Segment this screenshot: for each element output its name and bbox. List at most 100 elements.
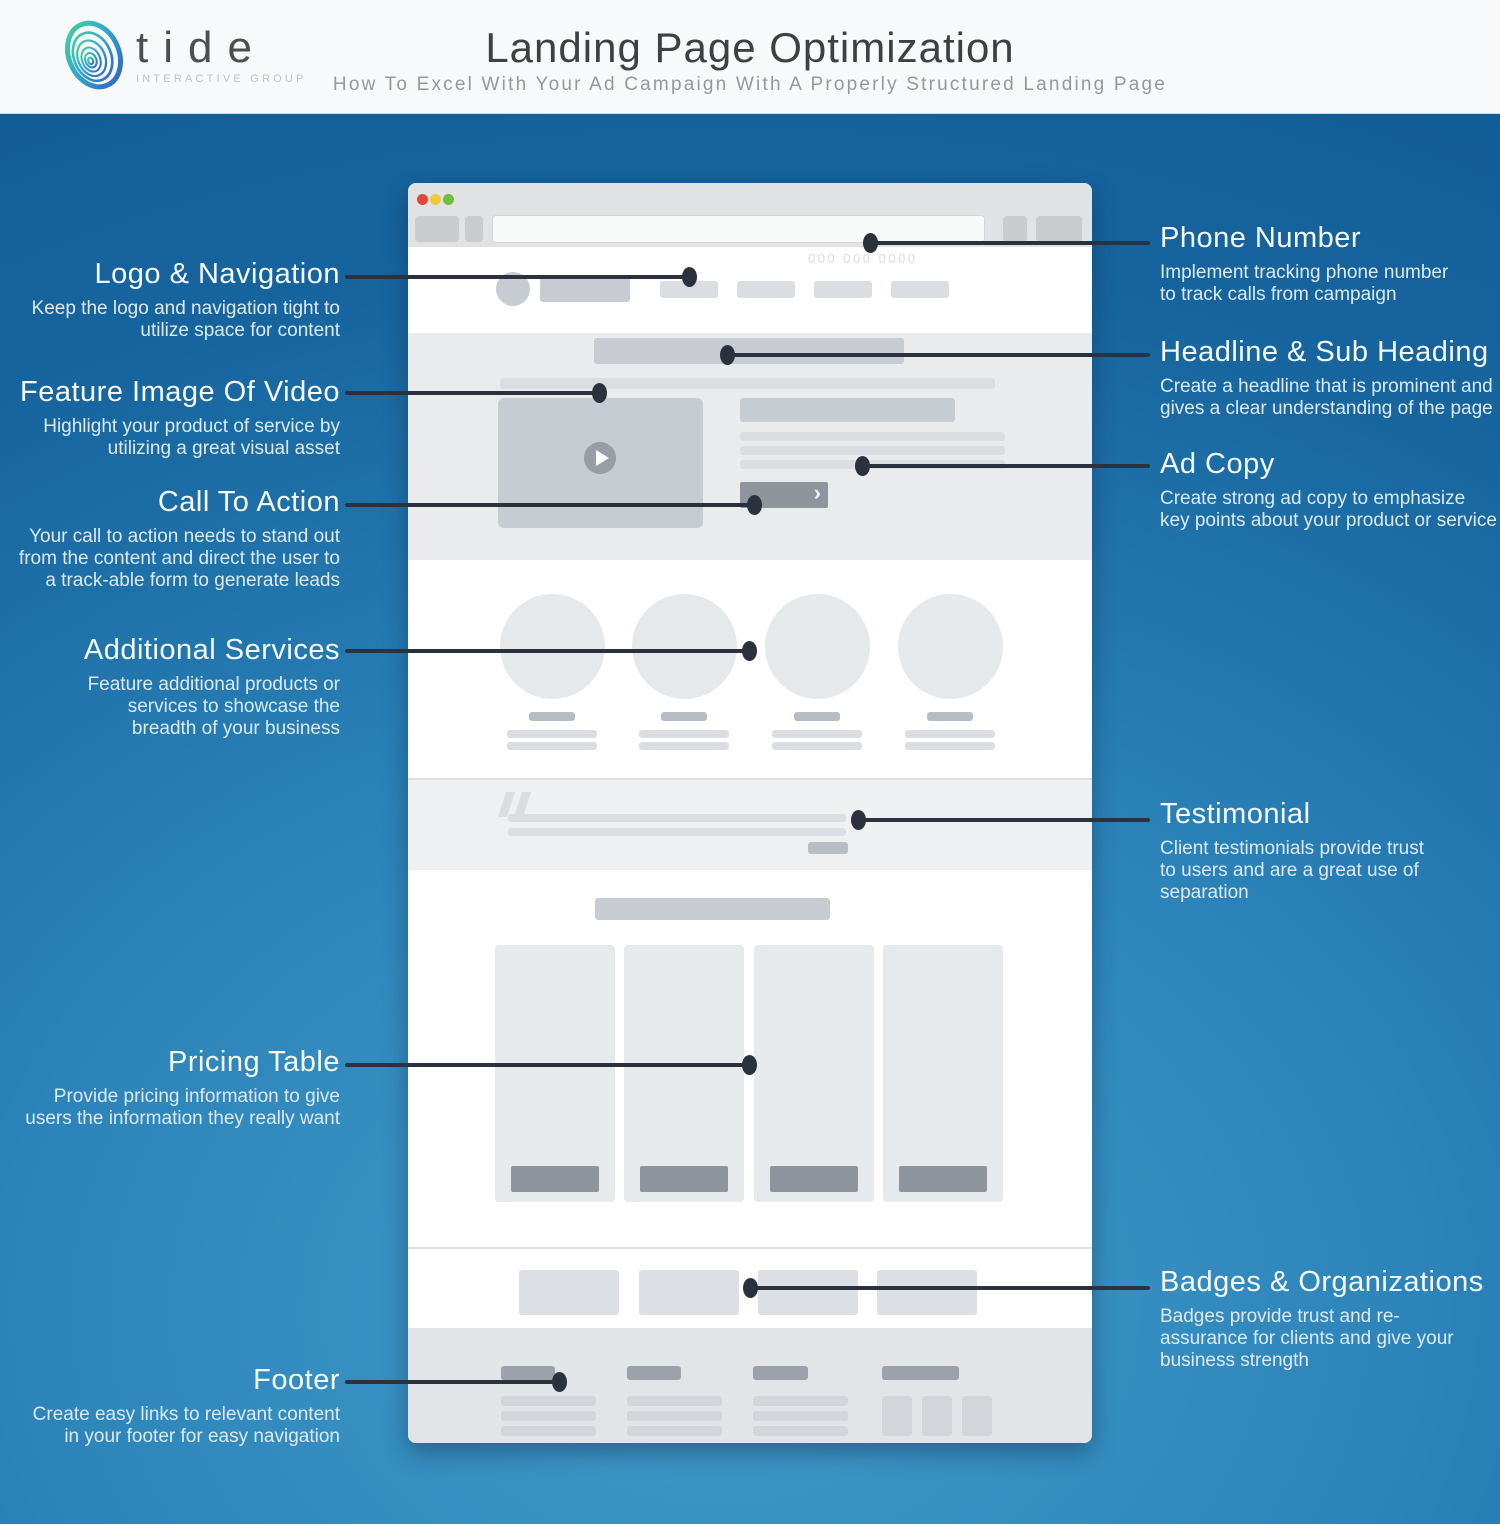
annotation-desc: Keep the logo and navigation tight to ut… (31, 298, 340, 341)
footer-line-placeholder (627, 1411, 722, 1421)
video-placeholder (498, 398, 703, 528)
connector-logo-navigation (345, 267, 697, 287)
annotation-footer: Footer Create easy links to relevant con… (10, 1364, 340, 1448)
annotation-additional-services: Additional Services Feature additional p… (10, 634, 340, 740)
connector-footer (345, 1372, 567, 1392)
pricing-button-placeholder (640, 1166, 728, 1192)
footer-title-placeholder (501, 1366, 555, 1380)
annotation-desc: Provide pricing information to give user… (25, 1086, 340, 1129)
annotation-headline-subheading: Headline & Sub Heading Create a headline… (1160, 336, 1500, 420)
pricing-column (624, 945, 744, 1202)
footer-title-placeholder (882, 1366, 959, 1380)
annotation-title: Footer (253, 1364, 340, 1396)
annotation-title: Logo & Navigation (94, 258, 340, 290)
annotation-title: Headline & Sub Heading (1160, 336, 1489, 368)
pricing-column (754, 945, 874, 1202)
annotation-desc: Badges provide trust and re-assurance fo… (1160, 1306, 1454, 1371)
footer-social-placeholder (922, 1396, 952, 1436)
connector-dot (855, 456, 870, 476)
traffic-light-green-icon (443, 194, 454, 205)
badge-placeholder (877, 1270, 977, 1315)
connector-dot (742, 641, 757, 661)
testimonial-line-placeholder (508, 828, 846, 836)
service-line-placeholder (507, 730, 597, 738)
tide-spiral-icon (65, 20, 123, 90)
page-subtitle: How To Excel With Your Ad Campaign With … (332, 74, 1168, 95)
nav-item-placeholder (814, 281, 872, 298)
footer-line-placeholder (753, 1411, 848, 1421)
footer-social-placeholder (962, 1396, 992, 1436)
connector-phone-number (863, 233, 1150, 253)
chrome-button-placeholder (1036, 216, 1082, 242)
adcopy-line-placeholder (740, 446, 1005, 455)
wireframe-footer (408, 1328, 1092, 1443)
wireframe-testimonial (408, 778, 1092, 874)
traffic-light-red-icon (417, 194, 428, 205)
annotation-desc: Your call to action needs to stand out f… (18, 526, 340, 591)
nav-item-placeholder (737, 281, 795, 298)
brand-bar-placeholder (540, 277, 630, 302)
annotation-title: Phone Number (1160, 222, 1362, 254)
headline-placeholder (594, 338, 904, 364)
chevron-right-icon: › (813, 480, 821, 505)
testimonial-author-placeholder (808, 842, 848, 854)
connector-dot (851, 810, 866, 830)
subheading-placeholder (500, 378, 995, 389)
connector-additional-services (345, 641, 757, 661)
footer-title-placeholder (627, 1366, 681, 1380)
annotation-desc: Create easy links to relevant content in… (32, 1404, 340, 1447)
service-line-placeholder (772, 742, 862, 750)
connector-dot (552, 1372, 567, 1392)
connector-dot (592, 383, 607, 403)
annotation-desc: Highlight your product of service by uti… (43, 416, 340, 459)
service-image-placeholder (632, 594, 737, 699)
pricing-column (883, 945, 1003, 1202)
annotation-title: Pricing Table (167, 1046, 340, 1078)
wireframe-hero: › (408, 333, 1092, 562)
annotation-title: Feature Image Of Video (20, 376, 340, 408)
wireframe-services (408, 560, 1092, 778)
testimonial-line-placeholder (508, 814, 846, 822)
badge-placeholder (639, 1270, 739, 1315)
connector-dot (742, 1055, 757, 1075)
footer-line-placeholder (627, 1426, 722, 1436)
footer-line-placeholder (501, 1426, 596, 1436)
service-title-placeholder (794, 712, 840, 721)
annotation-desc: Feature additional products or services … (87, 674, 340, 739)
annotation-badges-organizations: Badges & Organizations Badges provide tr… (1160, 1266, 1500, 1372)
service-line-placeholder (507, 742, 597, 750)
connector-dot (863, 233, 878, 253)
connector-badges-organizations (743, 1278, 1150, 1298)
pricing-title-placeholder (595, 898, 830, 920)
service-image-placeholder (898, 594, 1003, 699)
service-line-placeholder (905, 730, 995, 738)
url-bar-placeholder (492, 215, 985, 243)
connector-feature-image (345, 383, 607, 403)
service-line-placeholder (772, 730, 862, 738)
badge-placeholder (758, 1270, 858, 1315)
adcopy-line-placeholder (740, 432, 1005, 441)
browser-chrome (408, 183, 1092, 247)
annotation-title: Testimonial (1160, 798, 1311, 830)
annotation-desc: Create strong ad copy to emphasize key p… (1160, 488, 1497, 531)
annotation-phone-number: Phone Number Implement tracking phone nu… (1160, 222, 1500, 306)
connector-headline-subheading (720, 345, 1150, 365)
footer-line-placeholder (753, 1426, 848, 1436)
annotation-desc: Implement tracking phone number to track… (1160, 262, 1449, 305)
footer-title-placeholder (753, 1366, 808, 1380)
annotation-desc: Client testimonials provide trust to use… (1160, 838, 1424, 903)
connector-call-to-action (345, 495, 762, 515)
annotation-feature-image: Feature Image Of Video Highlight your pr… (10, 376, 340, 460)
wireframe-pricing (408, 870, 1092, 1247)
traffic-light-yellow-icon (430, 194, 441, 205)
service-line-placeholder (639, 730, 729, 738)
service-title-placeholder (529, 712, 575, 721)
nav-item-placeholder (660, 281, 718, 298)
browser-window-mockup: 000 000 0000 › (408, 183, 1092, 1443)
top-banner: tide INTERACTIVE GROUP Landing Page Opti… (0, 0, 1500, 113)
pricing-button-placeholder (511, 1166, 599, 1192)
annotation-desc: Create a headline that is prominent and … (1160, 376, 1493, 419)
logo-name: tide (136, 22, 267, 72)
annotation-testimonial: Testimonial Client testimonials provide … (1160, 798, 1500, 904)
service-title-placeholder (661, 712, 707, 721)
